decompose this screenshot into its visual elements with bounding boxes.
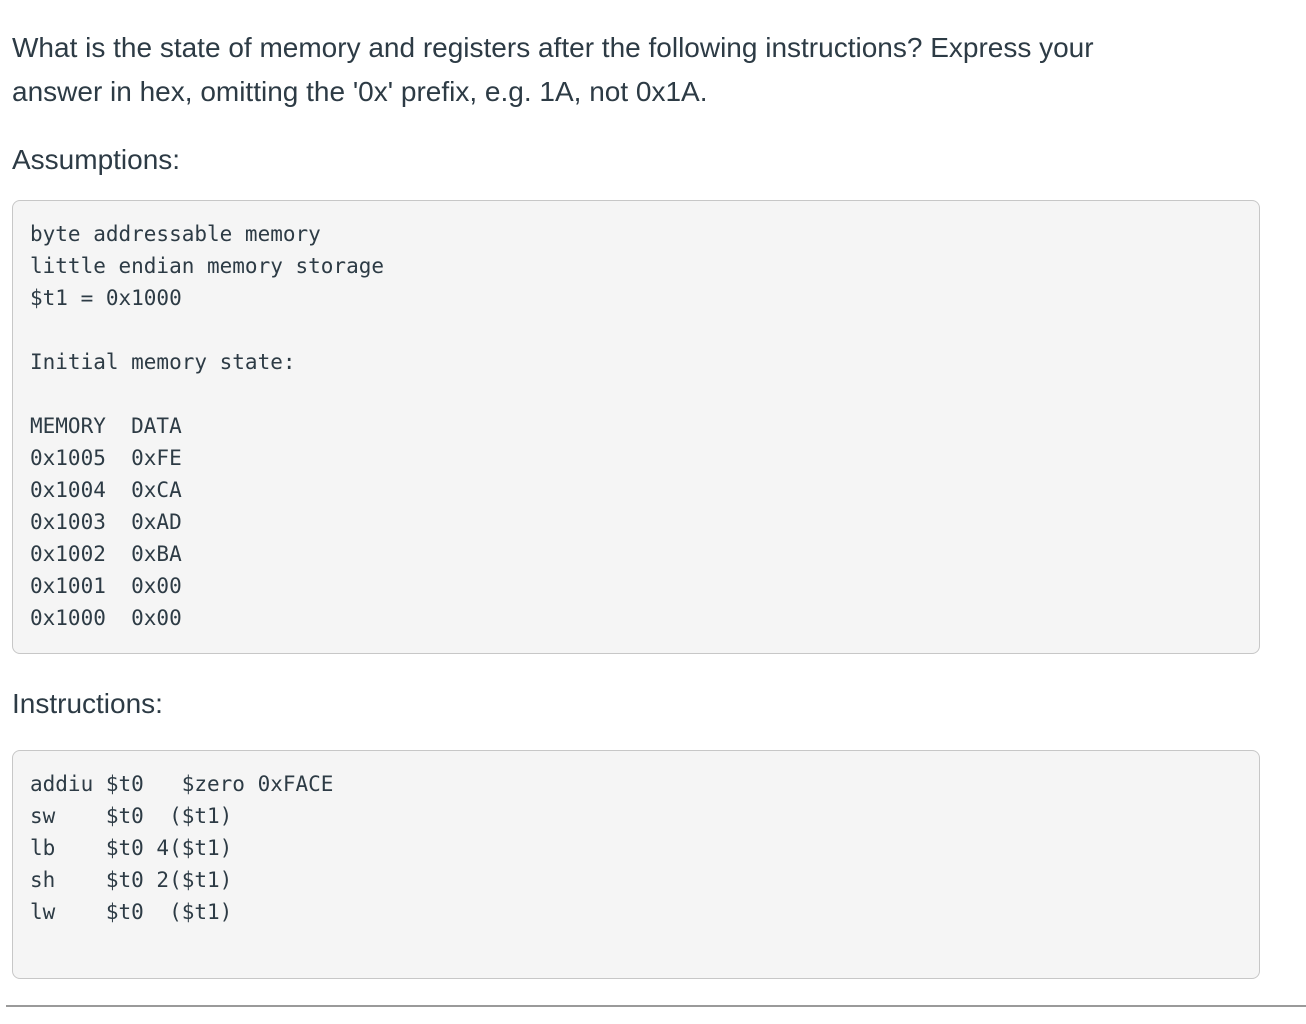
- question-line-1: What is the state of memory and register…: [12, 32, 1094, 63]
- question-text: What is the state of memory and register…: [12, 26, 1260, 114]
- question-line-2: answer in hex, omitting the '0x' prefix,…: [12, 76, 708, 107]
- instructions-code-block: addiu $t0 $zero 0xFACE sw $t0 ($t1) lb $…: [12, 750, 1260, 979]
- instructions-heading: Instructions:: [12, 688, 163, 719]
- assumptions-code-block: byte addressable memory little endian me…: [12, 200, 1260, 654]
- section-divider: [6, 1005, 1306, 1007]
- assumptions-heading: Assumptions:: [12, 144, 181, 175]
